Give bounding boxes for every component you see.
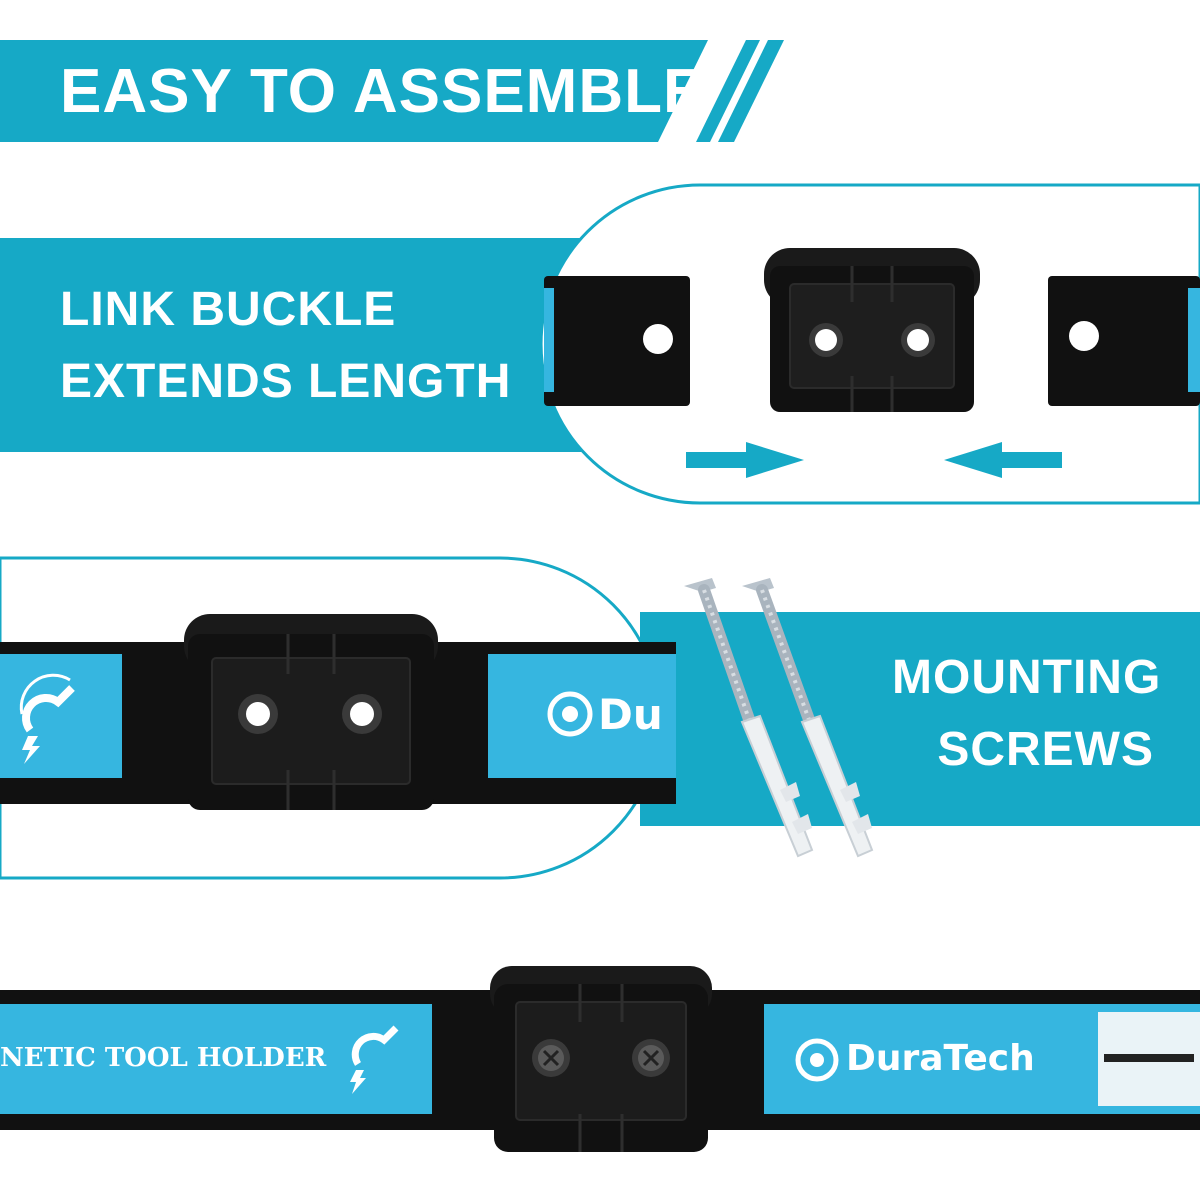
screw-icon [684, 578, 758, 734]
screw-icon [742, 578, 818, 734]
screw-head-icon [632, 1039, 670, 1077]
magnet-icon [19, 673, 75, 733]
mounting-screws-title-line2: SCREWS [937, 723, 1154, 776]
rail-partial-brand: Du [598, 690, 663, 739]
installed-buckle [490, 966, 712, 1152]
wall-anchor-icon [740, 714, 814, 858]
banner-title: EASY TO ASSEMBLE [60, 57, 706, 126]
installed-link-buckle [184, 614, 438, 810]
gear-logo-icon [795, 1038, 839, 1082]
brand-name: DuraTech [846, 1038, 1035, 1079]
screw-head-icon [532, 1039, 570, 1077]
mounting-screws-panel [0, 556, 1200, 880]
link-buckle [764, 248, 980, 412]
link-buckle-title-line1: LINK BUCKLE [60, 283, 397, 336]
link-buckle-panel [0, 183, 1200, 505]
gear-logo-icon [547, 691, 593, 737]
magnet-icon [351, 1025, 399, 1066]
banner-graphic [0, 40, 784, 142]
product-text: NETIC TOOL HOLDER [0, 1043, 327, 1073]
lightning-icon [22, 736, 40, 764]
arrow-left-icon [944, 442, 1062, 478]
left-rail-piece [544, 276, 690, 406]
lightning-icon [350, 1070, 366, 1094]
link-buckle-title-line2: EXTENDS LENGTH [60, 355, 512, 408]
right-rail-piece [1048, 276, 1200, 406]
wall-anchor-icon [800, 714, 874, 858]
mounting-screws-title-line1: MOUNTING [892, 651, 1162, 704]
arrow-right-icon [686, 442, 804, 478]
installed-rail-graphic [0, 966, 1200, 1152]
